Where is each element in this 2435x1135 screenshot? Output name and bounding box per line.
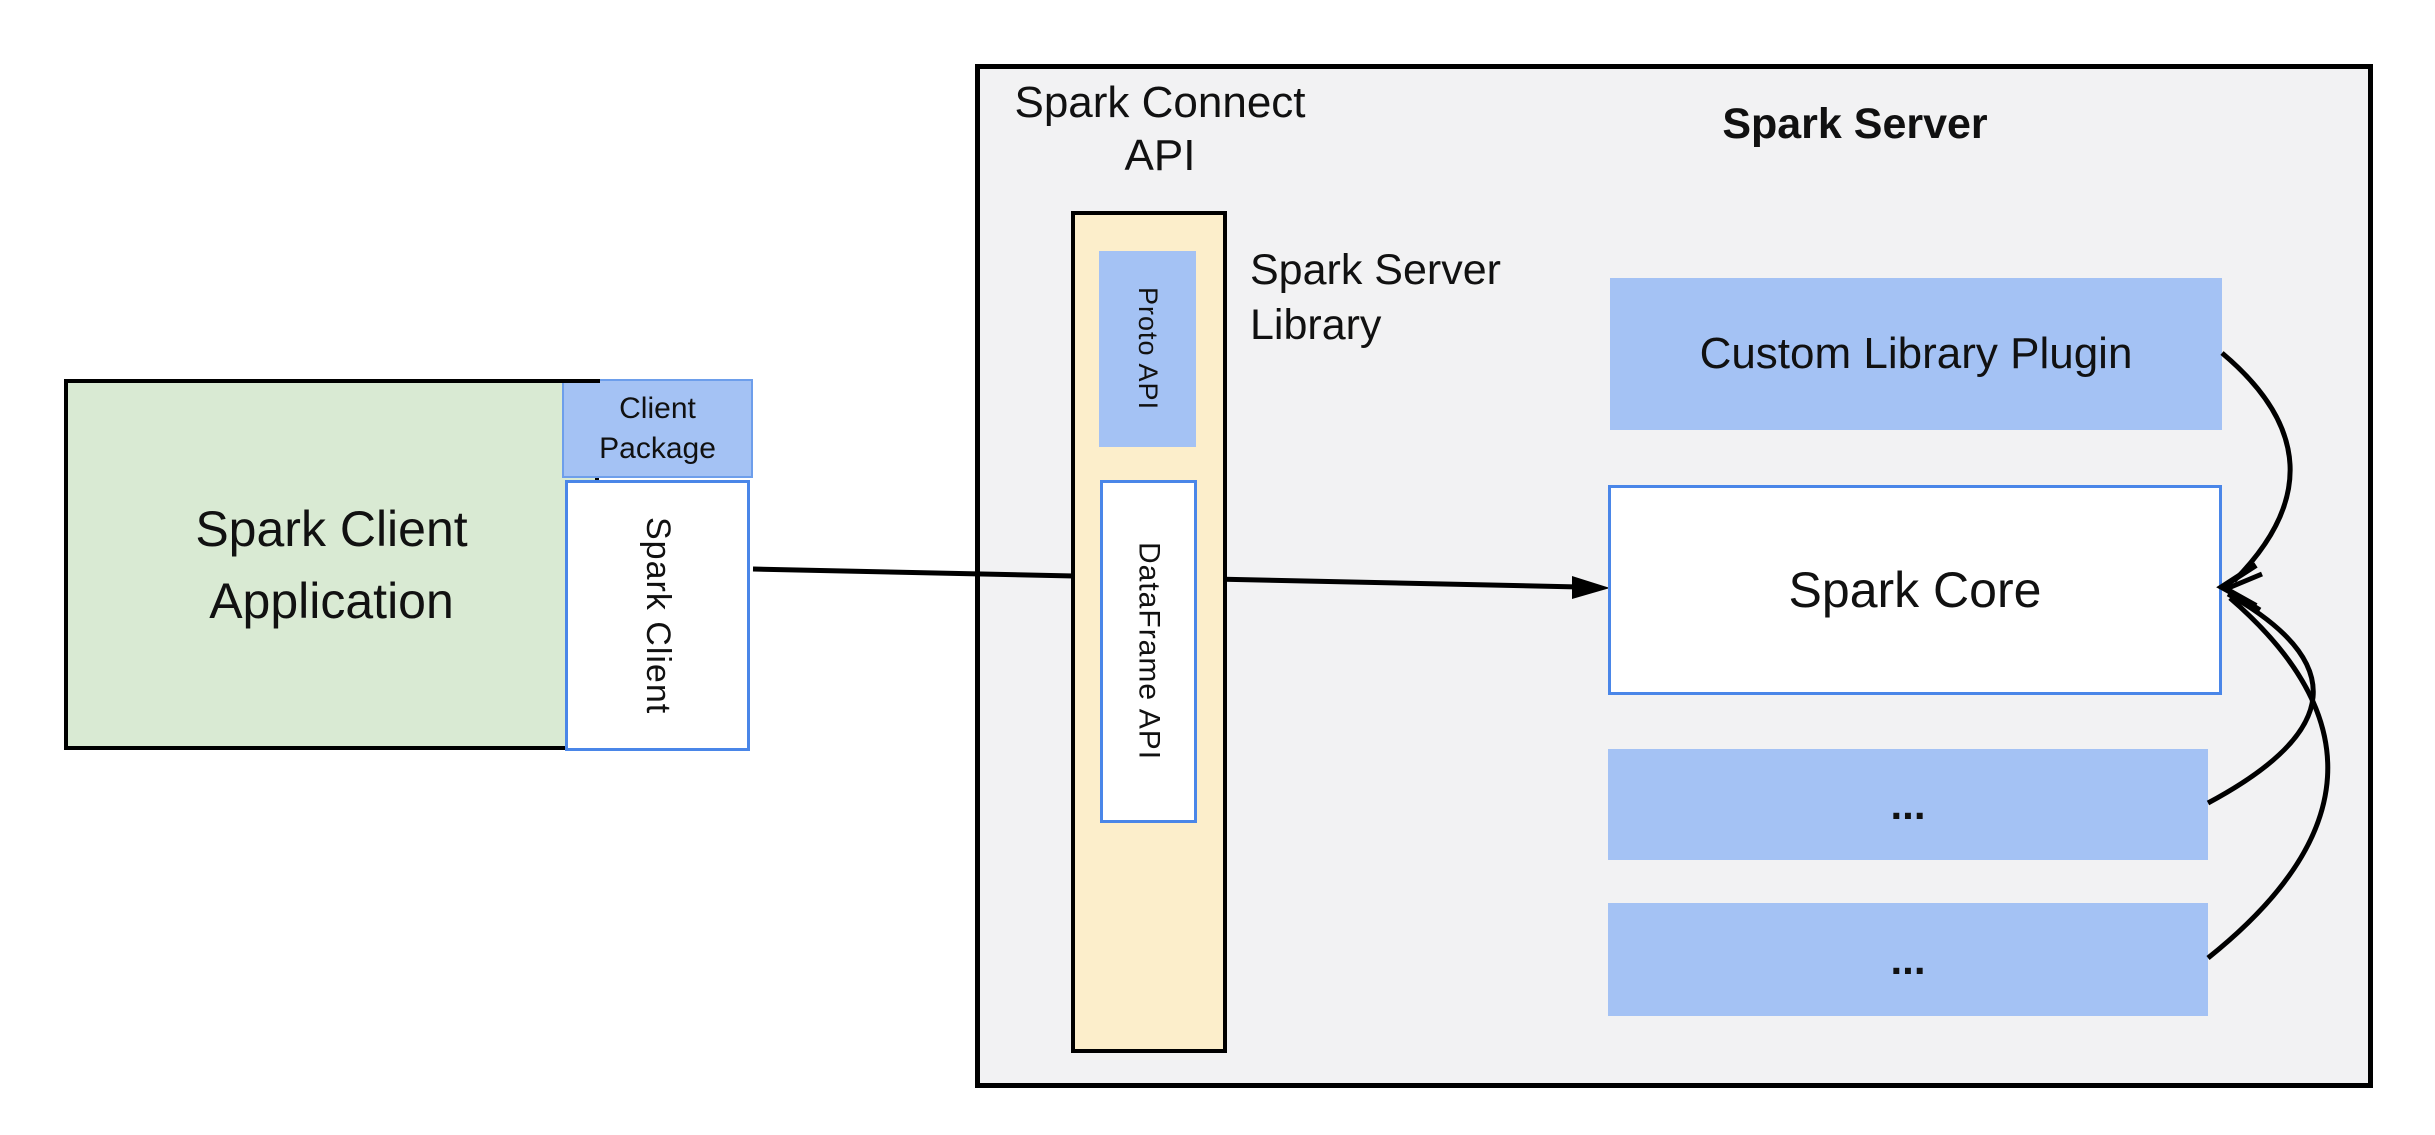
spark-server-title: Spark Server bbox=[1722, 100, 1988, 148]
core-arrowhead-stroke-2 bbox=[2220, 571, 2263, 613]
custom-plugin-to-core-curve bbox=[2220, 351, 2293, 583]
dataframe-api-box: DataFrame API bbox=[1100, 480, 1197, 823]
custom-library-plugin-box: Custom Library Plugin bbox=[1610, 278, 2222, 430]
spark-client-application-box: Spark Client Application bbox=[64, 379, 599, 750]
plugin-placeholder-box-2: ... bbox=[1608, 903, 2208, 1016]
spark-server-library-line1: Spark Server bbox=[1250, 246, 1501, 294]
spark-client-application-line2: Application bbox=[209, 572, 454, 629]
spark-connect-api-label: Spark Connect API bbox=[960, 76, 1360, 182]
plugin-placeholder-box-1: ... bbox=[1608, 749, 2208, 860]
spark-client-box: Spark Client bbox=[565, 480, 750, 751]
spark-connect-api-label-line1: Spark Connect bbox=[1014, 78, 1306, 127]
green-box-border-overlap bbox=[562, 379, 600, 383]
spark-core-box: Spark Core bbox=[1608, 485, 2222, 695]
spark-server-library-label: Spark Server Library bbox=[1250, 243, 1610, 353]
placeholder2-to-core-curve bbox=[2206, 596, 2331, 960]
spark-client-label: Spark Client bbox=[639, 516, 677, 715]
client-package-line1: Client bbox=[619, 391, 696, 425]
spark-server-library-line2: Library bbox=[1250, 301, 1382, 349]
client-package-box: Client Package bbox=[562, 379, 753, 478]
proto-api-box: Proto API bbox=[1099, 251, 1196, 447]
proto-api-label: Proto API bbox=[1133, 287, 1163, 411]
client-package-line2: Package bbox=[599, 431, 716, 465]
spark-connect-api-label-line2: API bbox=[1124, 131, 1196, 180]
spark-client-application-line1: Spark Client bbox=[195, 500, 468, 557]
dataframe-api-label: DataFrame API bbox=[1132, 542, 1166, 761]
